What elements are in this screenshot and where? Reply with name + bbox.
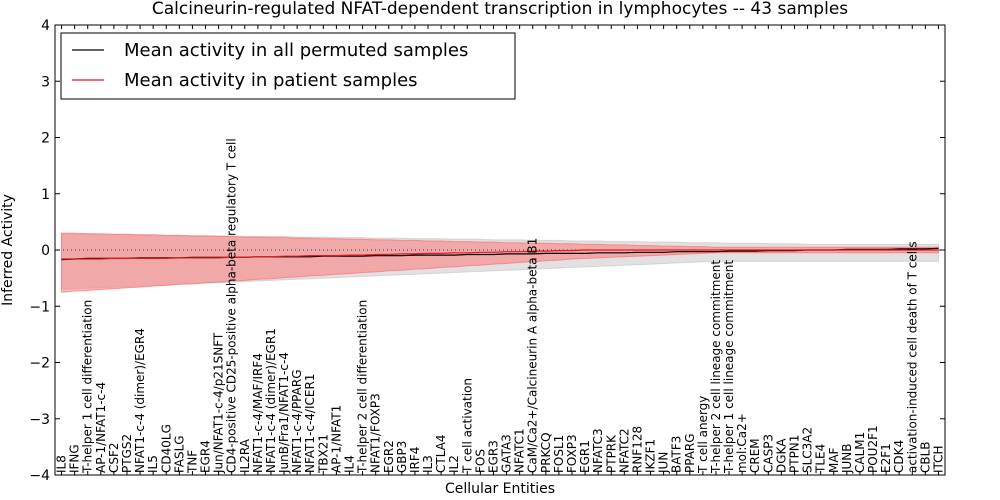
category-label: NFAT1-c-4 (dimer)/EGR1 bbox=[264, 328, 278, 473]
category-label: IL8 bbox=[55, 455, 69, 473]
chart-title: Calcineurin-regulated NFAT-dependent tra… bbox=[152, 0, 848, 19]
category-label: PTPN1 bbox=[787, 435, 801, 473]
category-label: FASLG bbox=[172, 435, 186, 473]
category-label: EGR4 bbox=[199, 440, 213, 473]
category-label: PTGS2 bbox=[120, 434, 134, 473]
confidence-bands bbox=[61, 232, 939, 293]
category-label: TNF bbox=[185, 450, 199, 474]
category-label: PPARG bbox=[683, 433, 697, 473]
category-label: NFATC2 bbox=[617, 428, 631, 473]
category-label: IKZF1 bbox=[644, 439, 658, 473]
y-tick-label: 1 bbox=[41, 187, 50, 203]
category-label: T-helper 2 cell lineage commitment bbox=[709, 260, 723, 474]
category-label: mol:Ca2+ bbox=[735, 413, 749, 473]
category-label: T cell anergy bbox=[696, 396, 710, 474]
category-label: BATF3 bbox=[670, 436, 684, 473]
category-label: JUN bbox=[657, 452, 671, 474]
category-label: EGR2 bbox=[382, 440, 396, 473]
series-lines bbox=[61, 247, 939, 261]
category-label: T-helper 1 cell lineage commitment bbox=[722, 260, 736, 474]
category-label: DGKA bbox=[774, 438, 788, 473]
category-label: CBLB bbox=[918, 441, 932, 473]
category-label: FOXP3 bbox=[565, 434, 579, 473]
category-label: IL4 bbox=[342, 455, 356, 473]
y-tick-label: −4 bbox=[29, 468, 50, 484]
category-label: SLC3A2 bbox=[801, 427, 815, 473]
category-label: NFAT1-c-4/PPARG bbox=[290, 369, 304, 473]
legend-box bbox=[60, 32, 516, 100]
x-axis-ticks bbox=[61, 25, 939, 475]
category-label: CALM1 bbox=[853, 432, 867, 473]
y-tick-label: 2 bbox=[41, 131, 50, 147]
y-tick-label: −1 bbox=[29, 299, 50, 315]
category-label: TLE4 bbox=[814, 444, 828, 474]
y-axis-label: Inferred Activity bbox=[0, 194, 16, 306]
category-label: E2F1 bbox=[879, 443, 893, 473]
category-label: activation-induced cell death of T cells bbox=[905, 241, 919, 473]
legend-label-permuted: Mean activity in all permuted samples bbox=[124, 40, 468, 61]
category-label: Jun/NFAT1-c-4/p21SNFT bbox=[212, 332, 226, 474]
category-label: JunB/Fra1/NFAT1-c-4 bbox=[277, 352, 291, 474]
category-label: AP-1/NFAT1-c-4 bbox=[94, 382, 108, 473]
category-label: T-helper 1 cell differentiation bbox=[81, 300, 95, 474]
category-label: IL5 bbox=[146, 455, 160, 473]
category-label: ITCH bbox=[931, 445, 945, 473]
category-label: IFNG bbox=[68, 444, 82, 473]
category-label: PTPRK bbox=[604, 434, 618, 473]
y-tick-label: −3 bbox=[29, 412, 50, 428]
y-tick-label: 4 bbox=[41, 18, 50, 34]
category-label: CTLA4 bbox=[434, 434, 448, 473]
category-label: NFAT1-c-4/MAF/IRF4 bbox=[251, 353, 265, 473]
y-axis-ticks: −4 −3 −2 −1 0 1 2 3 4 bbox=[29, 18, 945, 484]
category-label: NFATC1 bbox=[513, 428, 527, 473]
band-series-1 bbox=[61, 232, 939, 293]
category-label: GBP3 bbox=[395, 441, 409, 473]
y-tick-label: −2 bbox=[29, 356, 50, 372]
category-label: FOSL1 bbox=[552, 435, 566, 473]
category-label: PRKCQ bbox=[539, 432, 553, 473]
category-label: JUNB bbox=[840, 443, 854, 474]
category-label: CREM bbox=[748, 438, 762, 473]
category-label: NFAT1-c-4 (dimer)/EGR4 bbox=[133, 328, 147, 473]
category-label: NFAT1-c-4/ICER1 bbox=[303, 374, 317, 473]
category-label: T cell activation bbox=[460, 378, 474, 474]
category-label: NFATC3 bbox=[591, 428, 605, 473]
category-label: EGR1 bbox=[578, 440, 592, 473]
legend-label-patient: Mean activity in patient samples bbox=[124, 70, 418, 91]
category-label: CaM/Ca2+/Calcineurin A alpha-beta B1 bbox=[526, 238, 540, 473]
category-label: AP-1/NFAT1 bbox=[329, 405, 343, 473]
category-label: IL2RA bbox=[238, 438, 252, 473]
category-label: CASP3 bbox=[761, 434, 775, 473]
category-label: RNF128 bbox=[630, 426, 644, 473]
category-label: EGR3 bbox=[486, 440, 500, 473]
series-line-1 bbox=[61, 249, 939, 260]
category-label: CSF2 bbox=[107, 442, 121, 473]
category-label: CDK4 bbox=[892, 440, 906, 473]
y-tick-label: 3 bbox=[41, 74, 50, 90]
category-label: POU2F1 bbox=[866, 425, 880, 473]
category-label: IRF4 bbox=[408, 447, 422, 473]
category-label: NFAT1/FOXP3 bbox=[369, 393, 383, 473]
category-label: IL2 bbox=[447, 455, 461, 473]
category-label: IL3 bbox=[421, 455, 435, 473]
y-tick-label: 0 bbox=[41, 243, 50, 259]
category-label: TBX21 bbox=[316, 434, 330, 474]
category-label: FOS bbox=[473, 449, 487, 473]
category-label: GATA3 bbox=[500, 434, 514, 473]
category-label: MAF bbox=[827, 447, 841, 473]
category-label: CD40LG bbox=[159, 424, 173, 473]
legend: Mean activity in all permuted samples Me… bbox=[60, 32, 516, 100]
category-label: CD4-positive CD25-positive alpha-beta re… bbox=[225, 138, 239, 473]
category-label: T-helper 2 cell differentiation bbox=[356, 300, 370, 474]
x-axis-label: Cellular Entities bbox=[445, 481, 555, 497]
